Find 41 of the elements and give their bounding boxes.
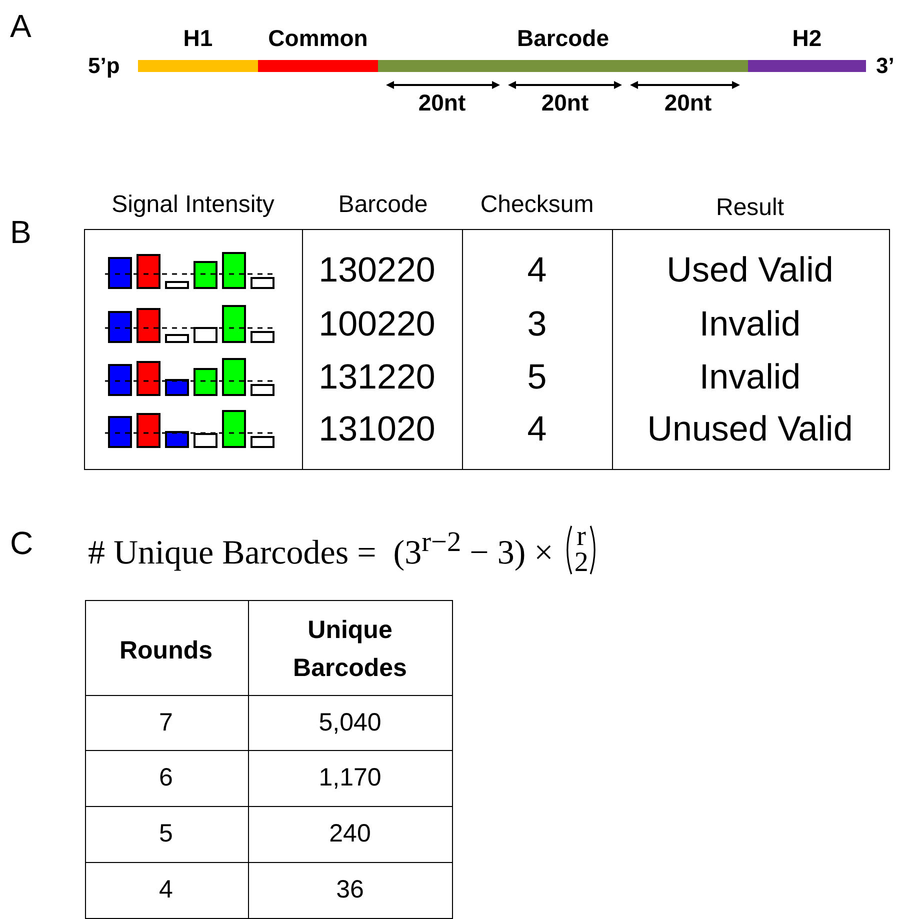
table-cell: 5 (159, 822, 173, 846)
table-cell: 100220 (318, 306, 436, 342)
table-cell: 4 (159, 878, 173, 902)
segment-label: H1 (183, 26, 213, 50)
table-cell: 4 (527, 412, 547, 446)
table-cell: 6 (159, 766, 173, 790)
table-header: Rounds (119, 638, 213, 664)
column-header: Checksum (480, 193, 594, 217)
table-cell: Invalid (699, 360, 801, 394)
table-cell: Used Valid (666, 252, 834, 288)
end-label: 3’ (876, 55, 894, 77)
column-header: Signal Intensity (112, 193, 274, 217)
length-label: 20nt (541, 92, 589, 114)
table-cell: 5 (527, 360, 547, 394)
length-label: 20nt (664, 92, 712, 114)
table-header: Unique Barcodes (292, 615, 408, 684)
table-cell: Invalid (699, 306, 801, 342)
table-cell: 131020 (318, 412, 436, 446)
table-cell: 1,170 (318, 766, 382, 790)
end-label: 5’p (88, 55, 120, 77)
panel-letter: B (10, 216, 32, 248)
table-cell: 36 (336, 878, 364, 902)
length-label: 20nt (418, 92, 466, 114)
table-cell: Unused Valid (647, 412, 853, 446)
panel-letter: A (10, 10, 32, 42)
segment-label: Common (268, 26, 368, 50)
panel-letter: C (10, 527, 34, 559)
table-cell: 5,040 (318, 710, 382, 736)
table-cell: 3 (527, 306, 547, 342)
table-cell: 130220 (318, 252, 436, 288)
segment-label: Barcode (516, 26, 610, 50)
formula-term: r (576, 524, 586, 550)
table-cell: 4 (527, 252, 547, 288)
table-cell: 7 (159, 710, 173, 736)
table-cell: 131220 (318, 360, 436, 394)
segment-label: H2 (792, 26, 822, 50)
column-header: Barcode (338, 193, 428, 217)
table-cell: 240 (329, 822, 371, 846)
formula-term: 2 (574, 550, 588, 576)
column-header: Result (716, 196, 784, 220)
formula: # Unique Barcodes = (3$^{r−2}$ − 3) × (88, 527, 554, 573)
